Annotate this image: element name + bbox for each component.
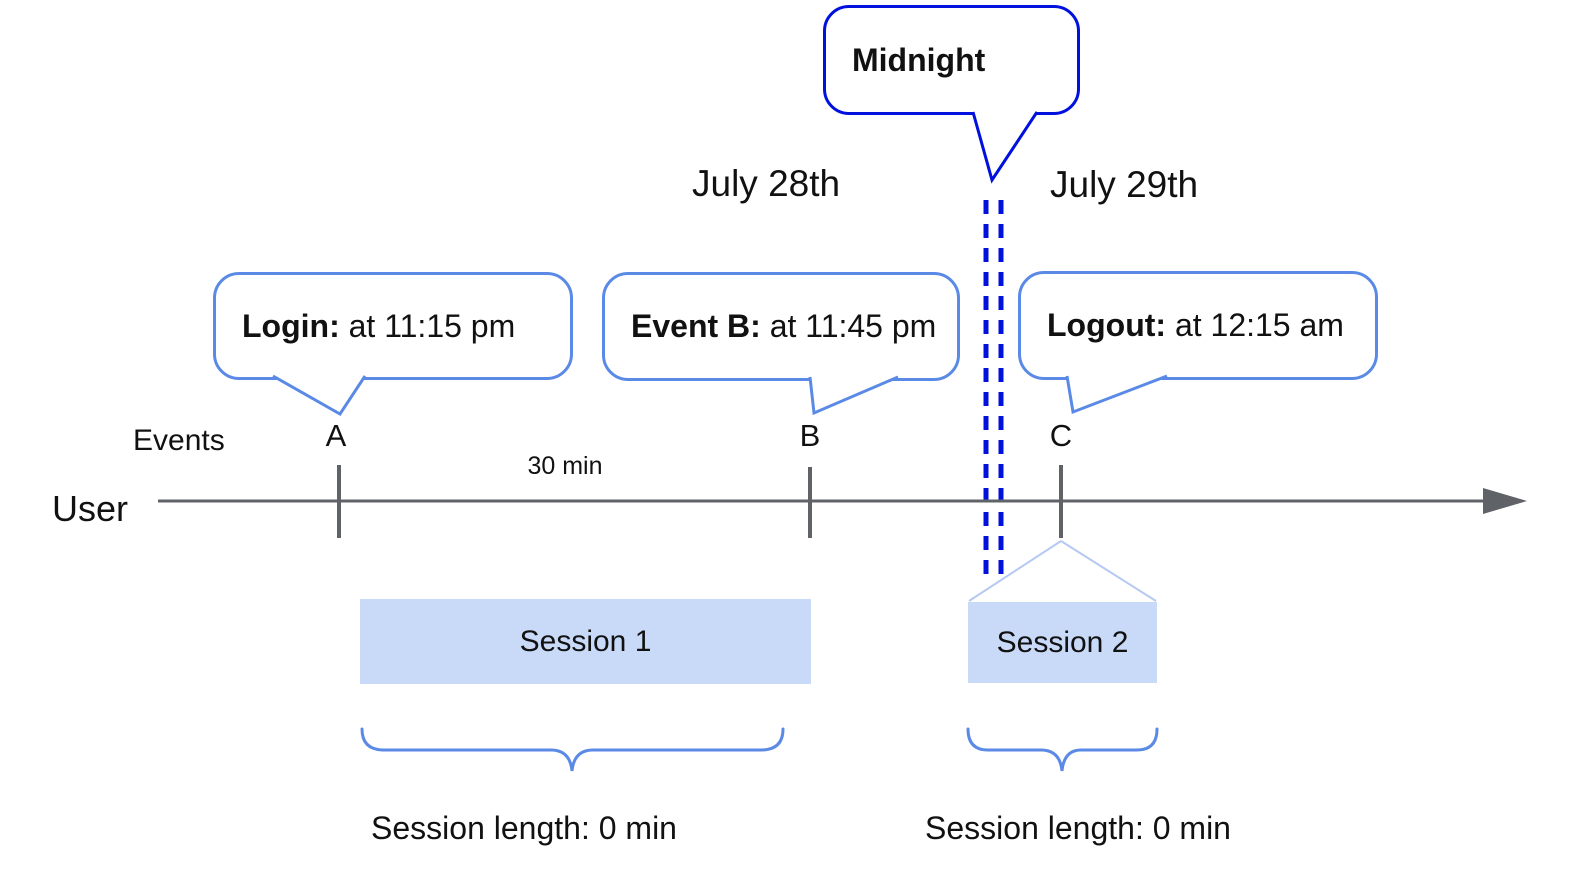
session-2-projection-right bbox=[1060, 540, 1157, 602]
interval-label: 30 min bbox=[527, 452, 603, 480]
session-2-projection-left bbox=[968, 540, 1062, 602]
timeline-arrowhead bbox=[1483, 488, 1527, 514]
midnight-callout-label: Midnight bbox=[852, 41, 986, 78]
login-callout-tail bbox=[272, 374, 367, 416]
date-label-july-29: July 29th bbox=[1050, 164, 1199, 205]
session-2-box: Session 2 bbox=[968, 602, 1157, 683]
login-callout-detail: at 11:15 pm bbox=[339, 307, 516, 344]
session-2-projection bbox=[968, 540, 1157, 602]
session-1-brace bbox=[360, 727, 785, 772]
session-2-label: Session 2 bbox=[996, 625, 1129, 659]
login-callout: Login: at 11:15 pm bbox=[213, 272, 573, 380]
marker-label-a: A bbox=[325, 418, 347, 453]
date-label-july-28: July 28th bbox=[692, 163, 841, 204]
event-b-callout: Event B: at 11:45 pm bbox=[602, 272, 960, 381]
session-1-box: Session 1 bbox=[360, 599, 811, 684]
marker-label-c: C bbox=[1049, 418, 1073, 453]
logout-callout-tail bbox=[1065, 374, 1168, 415]
logout-callout: Logout: at 12:15 am bbox=[1018, 271, 1378, 380]
event-b-callout-tail bbox=[808, 375, 899, 416]
session-1-label: Session 1 bbox=[519, 624, 652, 658]
login-callout-text: Login: at 11:15 pm bbox=[242, 308, 515, 345]
session-2-brace bbox=[966, 727, 1159, 772]
midnight-callout-tail bbox=[971, 111, 1039, 184]
event-b-callout-detail: at 11:45 pm bbox=[760, 308, 937, 344]
logout-callout-title: Logout: bbox=[1047, 307, 1167, 343]
event-b-callout-title: Event B: bbox=[631, 308, 761, 344]
logout-callout-text: Logout: at 12:15 am bbox=[1047, 307, 1344, 344]
logout-callout-detail: at 12:15 am bbox=[1166, 307, 1344, 343]
user-axis-label: User bbox=[52, 488, 129, 529]
midnight-callout: Midnight bbox=[823, 5, 1080, 115]
session-1-length-label: Session length: 0 min bbox=[371, 810, 677, 846]
login-callout-title: Login: bbox=[242, 307, 340, 344]
events-axis-label: Events bbox=[133, 424, 225, 457]
event-b-callout-text: Event B: at 11:45 pm bbox=[631, 308, 936, 345]
session-2-length-label: Session length: 0 min bbox=[925, 810, 1231, 846]
marker-label-b: B bbox=[799, 418, 821, 453]
